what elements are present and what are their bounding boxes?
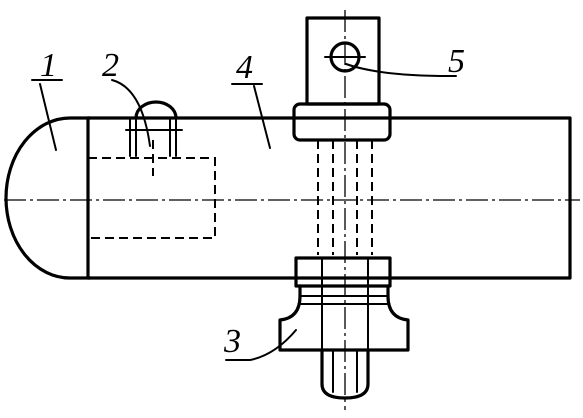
label-part-5: 5 (448, 43, 465, 80)
lower-collar (294, 256, 392, 288)
label-part-4: 4 (236, 49, 253, 86)
main-body-part-4 (86, 116, 572, 280)
label-part-1: 1 (40, 47, 57, 84)
fitting-part-2 (125, 100, 183, 176)
leader-line-3 (225, 329, 297, 361)
shaft-hidden (317, 140, 373, 255)
leader-line-1 (31, 79, 63, 151)
leader-line-4 (231, 83, 271, 149)
leader-line-5 (345, 63, 457, 77)
base-flange-part-3 (278, 259, 410, 352)
leader-line-2 (111, 79, 151, 147)
label-part-2: 2 (102, 47, 119, 84)
internal-pocket-hidden (88, 157, 216, 239)
label-part-3: 3 (223, 323, 241, 360)
bolt-tip (320, 348, 370, 400)
top-bracket-part-5 (305, 16, 381, 106)
upper-collar (292, 102, 392, 142)
end-cap-part-1 (4, 116, 92, 280)
